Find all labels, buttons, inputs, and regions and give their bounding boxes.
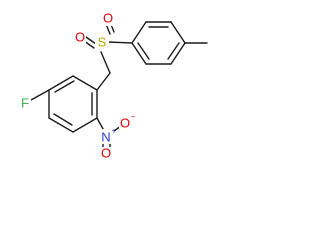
bond-ring1-double-a [54, 80, 75, 93]
bond-ring1-1 [48, 75, 74, 91]
atom-sulfur: S [98, 35, 107, 50]
bond-ring1-double-b [53, 113, 73, 126]
bond-ring1-6 [72, 75, 98, 91]
bond-ring2-double-c [137, 42, 150, 60]
bond-ring-ch2 [96, 72, 111, 91]
atom-fluorine: F [21, 96, 29, 111]
bg-nitro-oxygen-top [119, 116, 131, 131]
molecule-structure-diagram: S O O F N + O − O [19, 11, 208, 161]
bg-nitro-nitrogen [100, 129, 114, 144]
atom-oxygen-sulfonyl-left: O [75, 30, 85, 45]
atom-labels: S O O F N + O − O [21, 11, 136, 161]
bg-fluorine [19, 96, 31, 111]
bond-ring1-3 [48, 117, 74, 133]
atom-nitro-oxygen-bottom: O [101, 146, 111, 161]
bond-ring2-1 [131, 21, 147, 44]
bg-oxygen-sulfonyl-left [74, 30, 86, 45]
bond-c-f [30, 89, 50, 101]
atom-nitro-oxygen-top: O [120, 116, 130, 131]
bond-ring1-4 [72, 117, 98, 133]
bond-ring2-6 [131, 42, 147, 65]
bg-sulfur [95, 34, 109, 50]
atom-oxygen-sulfonyl-right: O [103, 11, 113, 26]
bg-nitro-oxygen-bottom [100, 147, 112, 160]
nitro-nitrogen-charge: + [112, 127, 117, 136]
atom-nitro-nitrogen: N [101, 130, 110, 145]
bond-ring2-4 [170, 42, 186, 65]
bond-s-o-left-1 [85, 36, 97, 45]
bg-oxygen-sulfonyl-right [102, 11, 114, 26]
bond-ring2-3 [170, 21, 186, 44]
bond-ch2-s [100, 51, 111, 74]
nitro-oxygen-top-charge: − [131, 113, 136, 122]
bond-s-tolyl [106, 41, 133, 44]
bond-ring2-double-b [167, 42, 180, 60]
atom-label-backgrounds [19, 11, 131, 160]
